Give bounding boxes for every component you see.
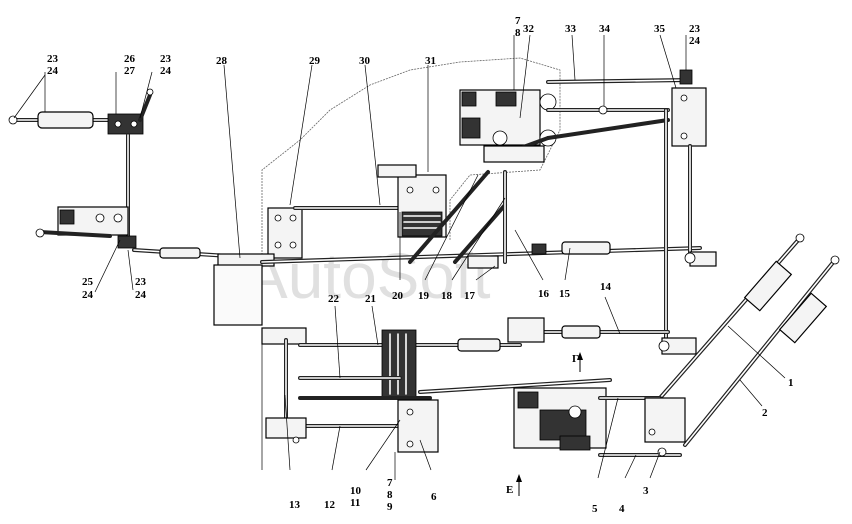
label-24-top: 24: [160, 65, 172, 77]
label-23-top: 23: [160, 53, 172, 65]
label-4: 4: [619, 503, 625, 515]
label-11: 11: [350, 497, 360, 509]
label-22: 22: [328, 293, 340, 305]
label-15: 15: [559, 288, 571, 300]
body-outline: [261, 57, 561, 300]
label-32: 32: [523, 23, 535, 35]
label-31: 31: [425, 55, 436, 67]
label-35: 35: [654, 23, 666, 35]
callout-labels: 23 24 26 27 23 24 28 29 30 31 7 8 32 33 …: [47, 15, 794, 515]
label-30: 30: [359, 55, 371, 67]
label-34: 34: [599, 23, 611, 35]
label-16: 16: [538, 288, 550, 300]
label-24-left: 24: [82, 289, 94, 301]
label-33: 33: [565, 23, 577, 35]
label-9: 9: [387, 501, 393, 513]
label-25: 25: [82, 276, 94, 288]
label-29: 29: [309, 55, 321, 67]
rod-main-262: [260, 241, 702, 269]
label-13: 13: [289, 499, 301, 511]
lower-frame: [261, 327, 612, 470]
diagonal-links: [408, 170, 507, 264]
label-23-left: 23: [135, 276, 147, 288]
lower-right-mechanism: [513, 387, 686, 457]
label-8-top: 8: [515, 27, 521, 39]
label-19: 19: [418, 290, 430, 302]
leader-lines: [13, 34, 786, 480]
label-23-right: 23: [689, 23, 701, 35]
label-5: 5: [592, 503, 598, 515]
label-26: 26: [124, 53, 136, 65]
label-20: 20: [392, 290, 404, 302]
label-28: 28: [216, 55, 228, 67]
label-7-bottom: 7: [387, 477, 393, 489]
label-8-bottom: 8: [387, 489, 393, 501]
frame-35: [664, 69, 717, 350]
lever-block-29: [213, 207, 303, 326]
label-14: 14: [600, 281, 612, 293]
label-g: Г: [572, 353, 579, 365]
cylinder-2: [683, 255, 840, 447]
label-3: 3: [643, 485, 649, 497]
pedal-block-31: [377, 164, 447, 238]
label-17: 17: [464, 290, 476, 302]
label-6: 6: [431, 491, 437, 503]
label-1: 1: [788, 377, 794, 389]
label-27: 27: [124, 65, 136, 77]
top-mechanism-32: [459, 89, 557, 163]
arrow-e: [516, 474, 522, 496]
arrow-g: [577, 352, 583, 372]
label-e: Е: [506, 484, 513, 496]
top-left-linkage: [8, 88, 262, 260]
label-10: 10: [350, 485, 362, 497]
label-7-top: 7: [515, 15, 521, 27]
label-24-top-left: 24: [47, 65, 59, 77]
rods-33-34: [546, 78, 692, 140]
label-12: 12: [324, 499, 336, 511]
label-2: 2: [762, 407, 768, 419]
rod-14: [507, 317, 697, 355]
label-18: 18: [441, 290, 453, 302]
label-24-right: 24: [689, 35, 701, 47]
label-24-left-b: 24: [135, 289, 147, 301]
label-23-top-left: 23: [47, 53, 59, 65]
label-21: 21: [365, 293, 376, 305]
cylinder-1: [658, 233, 805, 400]
